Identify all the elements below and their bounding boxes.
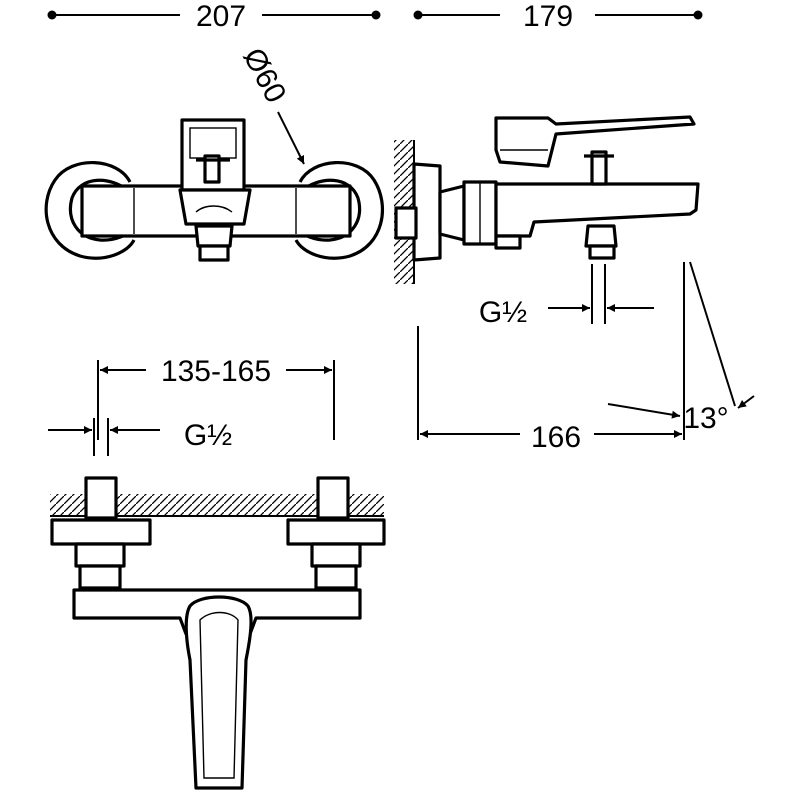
dimension-projection-166: 166 bbox=[417, 262, 685, 454]
dimension-depth-179: 179 bbox=[413, 0, 703, 33]
dimension-label-diameter: Ø60 bbox=[237, 43, 293, 109]
front-diverter-knob bbox=[203, 154, 221, 184]
side-nut bbox=[438, 184, 466, 242]
left-inlet-pipe bbox=[84, 476, 118, 520]
right-inlet-pipe bbox=[316, 476, 350, 520]
side-lever bbox=[494, 115, 696, 168]
wall-hatch-top bbox=[50, 494, 384, 516]
dimension-label-center-distance: 135-165 bbox=[161, 355, 271, 388]
left-escutcheon-top bbox=[50, 518, 152, 546]
side-escutcheon bbox=[412, 162, 442, 262]
side-view bbox=[394, 115, 700, 284]
dimension-label-thread-top: G½ bbox=[184, 419, 232, 452]
side-outlet bbox=[584, 224, 618, 248]
diameter-callout: Ø60 bbox=[237, 43, 305, 165]
top-lever bbox=[184, 595, 253, 790]
dimension-label-angle: 13° bbox=[683, 402, 728, 435]
top-view bbox=[50, 476, 386, 790]
dimension-label-projection: 166 bbox=[531, 421, 581, 454]
front-spout-outlet bbox=[194, 224, 234, 248]
dimension-label-depth: 179 bbox=[523, 0, 573, 33]
dimension-label-width: 207 bbox=[196, 0, 246, 33]
dimension-label-thread-side: G½ bbox=[479, 296, 527, 329]
right-escutcheon-top bbox=[286, 518, 386, 546]
dimension-angle-13: 13° bbox=[607, 261, 755, 435]
dimension-thread-top: G½ bbox=[48, 418, 232, 456]
front-view bbox=[44, 118, 385, 262]
dimension-width-207: 207 bbox=[47, 0, 381, 33]
side-diverter-knob bbox=[590, 150, 608, 186]
dimension-thread-side: G½ bbox=[479, 264, 654, 329]
dimension-center-distance: 135-165 bbox=[97, 355, 335, 440]
